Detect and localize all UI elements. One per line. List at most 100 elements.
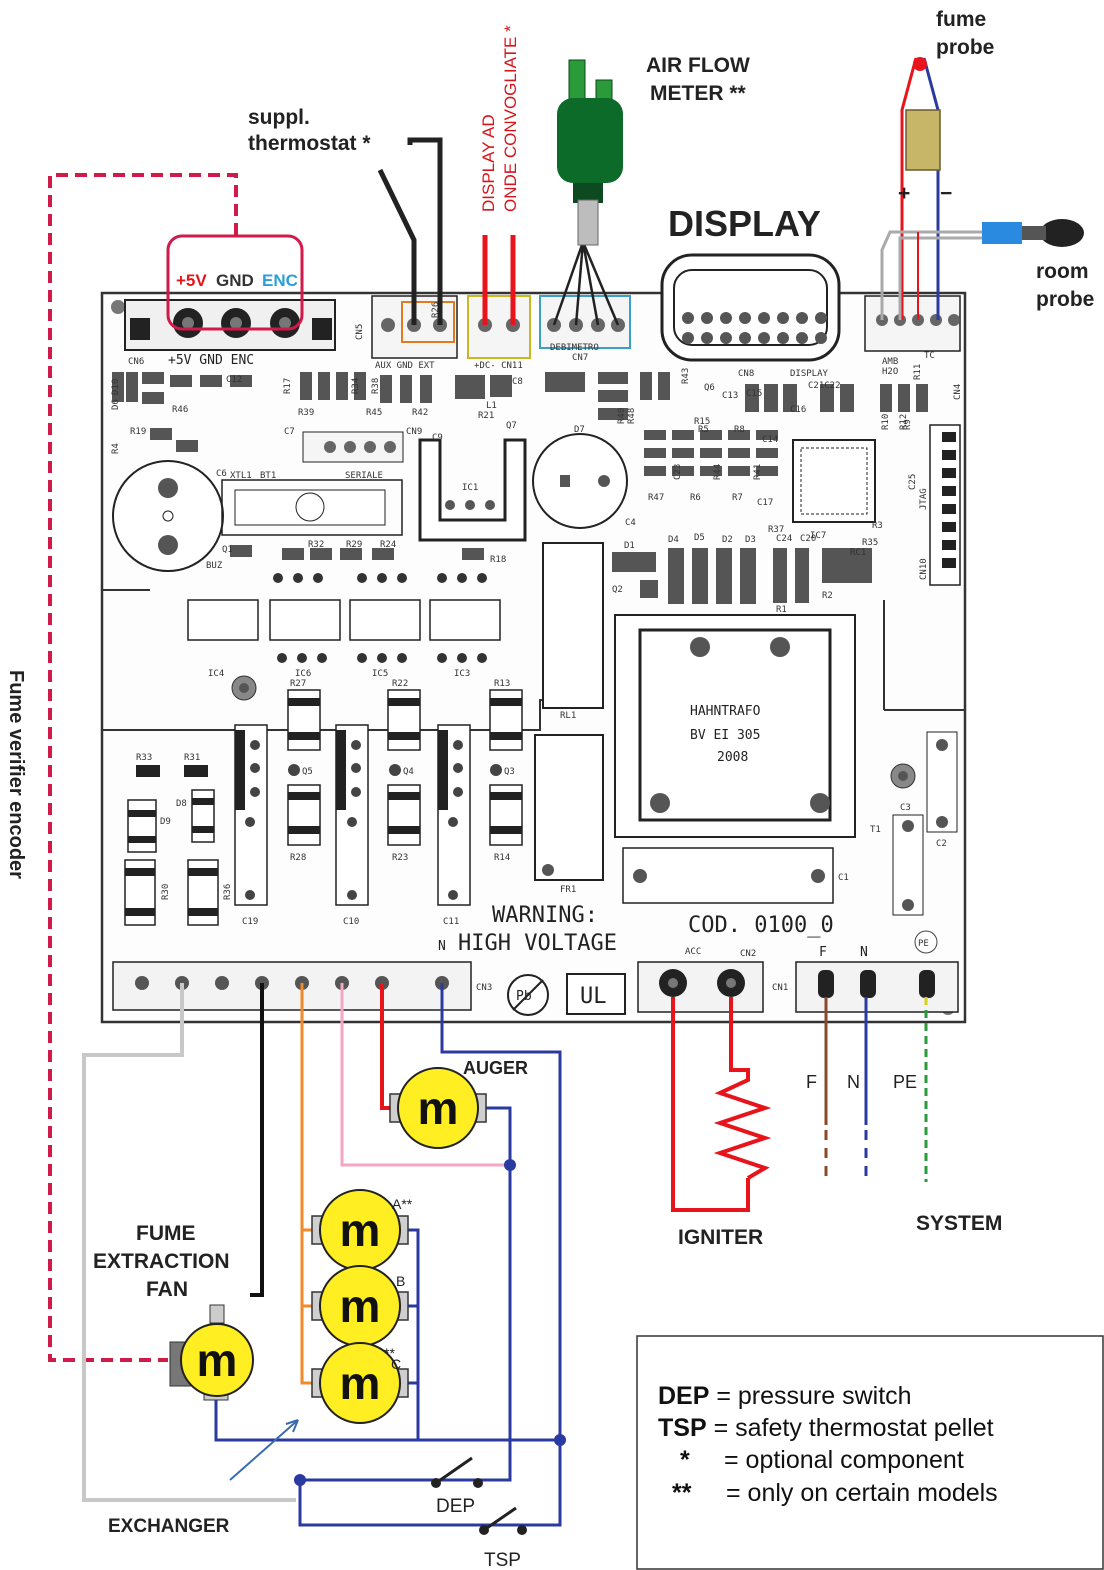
cn4-label: CN4 bbox=[953, 384, 963, 400]
r48-label: R48 bbox=[627, 408, 637, 424]
l1-label: L1 bbox=[486, 401, 497, 411]
legend-dep-text: = pressure switch bbox=[709, 1382, 911, 1410]
bt1-label: BT1 bbox=[260, 471, 276, 481]
legend-tsp-key: TSP bbox=[658, 1414, 707, 1442]
onde-convogliate-label: ONDE CONVOGLIATE * bbox=[501, 25, 520, 212]
r15-label: R15 bbox=[694, 417, 710, 427]
legend-dep-key: DEP bbox=[658, 1382, 709, 1410]
mains-pe-label: PE bbox=[893, 1072, 917, 1092]
legend-tsp-row: TSP = safety thermostat pellet bbox=[658, 1414, 994, 1442]
auger-motor: m bbox=[389, 1067, 487, 1149]
r36-label: R36 bbox=[223, 884, 233, 900]
probe-plus-label: + bbox=[898, 182, 910, 205]
r7-label: R7 bbox=[732, 493, 743, 503]
acc-label: ACC bbox=[685, 947, 701, 957]
cn6-5v-label: +5V bbox=[176, 271, 207, 290]
motor-a-label: A** bbox=[392, 1196, 413, 1212]
r12-label: R12 bbox=[899, 414, 909, 430]
igniter-label: IGNITER bbox=[678, 1226, 763, 1249]
r2-label: R2 bbox=[822, 591, 833, 601]
tc-label: TC bbox=[924, 351, 935, 361]
q7-label: Q7 bbox=[506, 421, 517, 431]
fume-probe-label-2: probe bbox=[936, 36, 994, 59]
air-flow-meter bbox=[557, 59, 623, 246]
d10-label: D10 bbox=[111, 379, 121, 395]
seriale-label: SERIALE bbox=[345, 471, 383, 481]
c25-label: C25 bbox=[908, 474, 918, 490]
r18-label: R18 bbox=[490, 555, 506, 565]
fr1-label: FR1 bbox=[560, 885, 576, 895]
legend-optional-text: = optional component bbox=[724, 1446, 964, 1474]
q4-label: Q4 bbox=[403, 767, 414, 777]
fume-fan-label-3: FAN bbox=[146, 1278, 188, 1301]
cn6-pin-row: +5V GND ENC bbox=[168, 353, 254, 368]
r24-label: R24 bbox=[380, 540, 396, 550]
c2-label: C2 bbox=[936, 839, 947, 849]
cn5-pin-row: AUX GND EXT bbox=[375, 361, 435, 371]
legend-models-key: ** bbox=[672, 1479, 692, 1507]
ul-mark: UL bbox=[580, 984, 607, 1009]
motor-c-label: C bbox=[391, 1356, 401, 1372]
r21-label: R21 bbox=[478, 411, 494, 421]
motor-c-letter: m bbox=[340, 1357, 381, 1409]
pb-symbol: Pb bbox=[516, 989, 532, 1004]
r44-label: R44 bbox=[713, 464, 723, 480]
motor-b-label: B bbox=[396, 1273, 405, 1289]
motor-b-letter: m bbox=[340, 1280, 381, 1332]
r8-label: R8 bbox=[734, 425, 745, 435]
c3-label: C3 bbox=[900, 803, 911, 813]
cn7-label: CN7 bbox=[572, 353, 588, 363]
q5-label: Q5 bbox=[302, 767, 313, 777]
d5-label: D5 bbox=[694, 533, 705, 543]
c7-label: C7 bbox=[284, 427, 295, 437]
r42-label: R42 bbox=[412, 408, 428, 418]
fume-fan-label-2: EXTRACTION bbox=[93, 1250, 230, 1273]
r38-label: R38 bbox=[371, 378, 381, 394]
trafo-model: BV EI 305 bbox=[690, 728, 760, 743]
r47-label: R47 bbox=[648, 493, 664, 503]
r39-label: R39 bbox=[298, 408, 314, 418]
ic6-label: IC6 bbox=[295, 669, 311, 679]
r45-label: R45 bbox=[366, 408, 382, 418]
r30-label: R30 bbox=[161, 884, 171, 900]
xtl1-label: XTL1 bbox=[230, 471, 252, 481]
ic4-label: IC4 bbox=[208, 669, 224, 679]
r6-label: R6 bbox=[690, 493, 701, 503]
motor-c-stars-label: ** bbox=[384, 1345, 395, 1361]
c1-label: C1 bbox=[838, 873, 849, 883]
legend-tsp-text: = safety thermostat pellet bbox=[707, 1414, 994, 1442]
d1-label: D1 bbox=[624, 541, 635, 551]
system-label: SYSTEM bbox=[916, 1212, 1002, 1235]
r3-label: R3 bbox=[872, 521, 883, 531]
c4-label: C4 bbox=[625, 518, 636, 528]
c14-label: C14 bbox=[762, 435, 778, 445]
room-probe-label-2: probe bbox=[1036, 288, 1094, 311]
legend-dep-row: DEP = pressure switch bbox=[658, 1382, 912, 1410]
r46-label: R46 bbox=[172, 405, 188, 415]
d8-label: D8 bbox=[176, 799, 187, 809]
r34-label: R34 bbox=[351, 378, 361, 394]
cn6-enc-label: ENC bbox=[262, 271, 298, 290]
fume-probe bbox=[905, 57, 941, 171]
r19-label: R19 bbox=[130, 427, 146, 437]
auger-motor-letter: m bbox=[418, 1082, 459, 1134]
board-code: COD. 0100_0 bbox=[688, 913, 834, 938]
cn1-pe-label: PE bbox=[918, 939, 929, 949]
wires bbox=[48, 57, 1002, 1535]
cn6-gnd-label: GND bbox=[216, 271, 254, 290]
debimetro-label: DEBIMETRO bbox=[550, 343, 599, 353]
c13-label: C13 bbox=[722, 391, 738, 401]
c10-label: C10 bbox=[343, 917, 359, 927]
r17-label: R17 bbox=[283, 378, 293, 394]
q2-label: Q2 bbox=[612, 585, 623, 595]
t1-label: T1 bbox=[870, 825, 881, 835]
display-label: DISPLAY bbox=[668, 203, 821, 244]
cn2-label: CN2 bbox=[740, 949, 756, 959]
fume-probe-label-1: fume bbox=[936, 8, 986, 31]
air-flow-label-1: AIR FLOW bbox=[646, 54, 750, 77]
d9-label: D9 bbox=[160, 817, 171, 827]
auger-label: AUGER bbox=[463, 1058, 528, 1078]
n-left-label: N bbox=[438, 939, 446, 954]
d2-label: D2 bbox=[722, 535, 733, 545]
